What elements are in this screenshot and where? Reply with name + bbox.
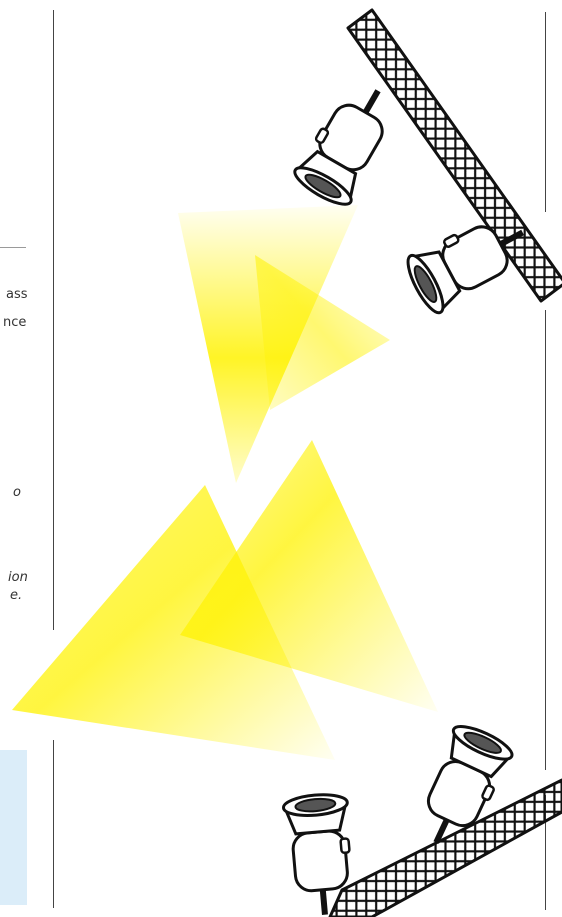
stage-lamp-1 <box>290 75 405 211</box>
light-beams <box>12 205 438 760</box>
